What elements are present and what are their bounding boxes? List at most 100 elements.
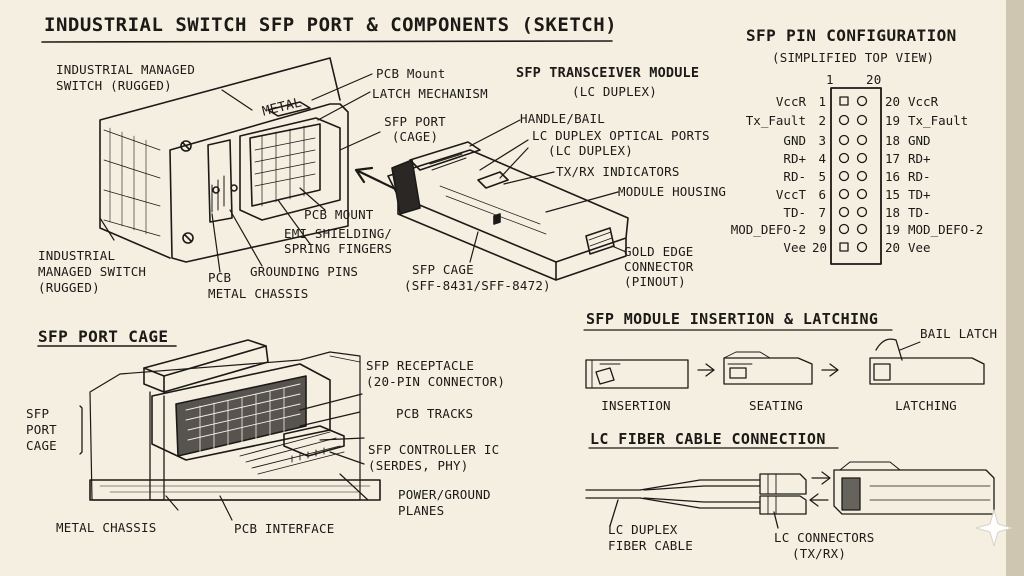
page-title: INDUSTRIAL SWITCH SFP PORT & COMPONENTS … bbox=[44, 14, 618, 36]
pin-config-title: SFP PIN CONFIGURATION bbox=[746, 26, 957, 45]
insertion-drawing bbox=[585, 338, 985, 389]
cage-side-label-3: CAGE bbox=[26, 438, 57, 453]
pin-right-number: 15 bbox=[885, 187, 901, 202]
controller-label-2: (SERDES, PHY) bbox=[368, 458, 469, 473]
pin-left-number: 9 bbox=[818, 222, 826, 237]
receptacle-label-2: (20-PIN CONNECTOR) bbox=[366, 374, 506, 389]
pin-right-name: MOD_DEFO-2 bbox=[908, 222, 984, 237]
pin-right-number: 19 bbox=[885, 113, 901, 128]
pin-right-name: TD+ bbox=[908, 187, 931, 202]
emi-label-2: SPRING FINGERS bbox=[284, 241, 393, 256]
bail-latch-label: BAIL LATCH bbox=[920, 326, 998, 341]
pcb-interface-label: PCB INTERFACE bbox=[234, 521, 335, 536]
sfp-cage-label-1: SFP CAGE bbox=[412, 262, 474, 277]
pin-left-name: MOD_DEFO-2 bbox=[730, 222, 806, 237]
planes-label-1: POWER/GROUND bbox=[398, 487, 491, 502]
switch-body-drawing bbox=[99, 57, 349, 263]
lc-ports-label-2: (LC DUPLEX) bbox=[548, 143, 633, 158]
fiber-title: LC FIBER CABLE CONNECTION bbox=[590, 430, 826, 448]
metal-chassis-label: METAL CHASSIS bbox=[208, 286, 309, 301]
fiber-cable-label-1: LC DUPLEX bbox=[608, 522, 678, 537]
overview-leaders bbox=[99, 73, 627, 273]
pin-right-name: Tx_Fault bbox=[908, 113, 969, 128]
gold-edge-label-3: (PINOUT) bbox=[624, 274, 686, 289]
planes-label-2: PLANES bbox=[398, 503, 445, 518]
pcb-tracks-label: PCB TRACKS bbox=[396, 406, 474, 421]
txrx-indicators-label: TX/RX INDICATORS bbox=[556, 164, 680, 179]
pin-left-name: VccT bbox=[775, 187, 806, 202]
pin-right-number: 20 bbox=[885, 94, 901, 109]
pin-left-number: 20 bbox=[812, 240, 828, 255]
pin-right-name: RD+ bbox=[908, 151, 931, 166]
gold-edge-label-1: GOLD EDGE bbox=[624, 244, 694, 259]
emi-label-1: EMI SHIELDING/ bbox=[284, 226, 393, 241]
controller-label-1: SFP CONTROLLER IC bbox=[368, 442, 500, 457]
step-latching-label: LATCHING bbox=[895, 398, 957, 413]
sfp-module-drawing bbox=[387, 141, 629, 281]
pcb-mount-bottom-label: PCB MOUNT bbox=[304, 207, 374, 222]
pin-col-left: 1 bbox=[826, 72, 834, 87]
sfp-cage-label-2: (SFF-8431/SFF-8472) bbox=[404, 278, 551, 293]
pin-right-number: 17 bbox=[885, 151, 901, 166]
cage-title: SFP PORT CAGE bbox=[38, 327, 169, 346]
pin-left-name: VccR bbox=[775, 94, 806, 109]
pin-left-number: 2 bbox=[818, 113, 826, 128]
pin-left-number: 4 bbox=[818, 151, 826, 166]
switch-label-bottom-1: INDUSTRIAL bbox=[38, 248, 116, 263]
receptacle-label-1: SFP RECEPTACLE bbox=[366, 358, 475, 373]
pin-left-number: 6 bbox=[818, 187, 826, 202]
pin-left-name: GND bbox=[783, 133, 806, 148]
pin-grid-drawing bbox=[830, 87, 882, 265]
switch-label-bottom-3: (RUGGED) bbox=[38, 280, 100, 295]
pin-left-number: 5 bbox=[818, 169, 826, 184]
gold-edge-label-2: CONNECTOR bbox=[624, 259, 694, 274]
lc-ports-label-1: LC DUPLEX OPTICAL PORTS bbox=[532, 128, 710, 143]
switch-label-bottom-2: MANAGED SWITCH bbox=[38, 264, 147, 279]
pin-right-name: GND bbox=[908, 133, 931, 148]
pin-left-name: TD- bbox=[783, 205, 806, 220]
lc-connectors-label-2: (TX/RX) bbox=[792, 546, 847, 561]
pin-right-name: RD- bbox=[908, 169, 931, 184]
module-subtitle: (LC DUPLEX) bbox=[572, 84, 657, 99]
pin-right-number: 18 bbox=[885, 133, 901, 148]
cage-leaders bbox=[165, 393, 369, 521]
pin-right-number: 18 bbox=[885, 205, 901, 220]
switch-label-top-2: SWITCH (RUGGED) bbox=[56, 78, 172, 93]
module-housing-label: MODULE HOUSING bbox=[618, 184, 727, 199]
step-seating-label: SEATING bbox=[748, 398, 804, 413]
step-insertion-label: INSERTION bbox=[601, 398, 671, 413]
pin-col-right: 20 bbox=[866, 72, 882, 87]
pin-left-name: Vee bbox=[783, 240, 806, 255]
cage-cutaway-drawing bbox=[79, 339, 381, 501]
pin-right-name: TD- bbox=[908, 205, 931, 220]
cage-side-label-1: SFP bbox=[26, 406, 50, 421]
pcb-label: PCB bbox=[208, 270, 232, 285]
lc-connectors-label-1: LC CONNECTORS bbox=[774, 530, 875, 545]
pin-left-name: RD- bbox=[783, 169, 806, 184]
pcb-mount-top-label: PCB Mount bbox=[376, 66, 446, 81]
fiber-drawing bbox=[585, 461, 995, 529]
pin-config-subtitle: (SIMPLIFIED TOP VIEW) bbox=[772, 50, 935, 65]
cage-side-label-2: PORT bbox=[26, 422, 57, 437]
sfp-port-label: SFP PORT bbox=[384, 114, 446, 129]
pin-right-number: 19 bbox=[885, 222, 901, 237]
fiber-cable-label-2: FIBER CABLE bbox=[608, 538, 693, 553]
pin-left-number: 1 bbox=[818, 94, 826, 109]
latch-mechanism-label: LATCH MECHANISM bbox=[372, 86, 488, 101]
module-title: SFP TRANSCEIVER MODULE bbox=[516, 65, 700, 81]
pin-left-name: Tx_Fault bbox=[745, 113, 806, 128]
switch-label-top-1: INDUSTRIAL MANAGED bbox=[56, 62, 196, 77]
pin-left-name: RD+ bbox=[783, 151, 806, 166]
insertion-title: SFP MODULE INSERTION & LATCHING bbox=[586, 310, 879, 328]
title-underline bbox=[41, 40, 613, 43]
metal-chassis-bottom-label: METAL CHASSIS bbox=[56, 520, 157, 535]
sfp-port-cage-label: (CAGE) bbox=[391, 129, 439, 144]
handle-bail-label: HANDLE/BAIL bbox=[520, 111, 605, 126]
pin-right-name: Vee bbox=[908, 240, 931, 255]
pin-left-number: 3 bbox=[818, 133, 826, 148]
pin-left-number: 7 bbox=[818, 205, 826, 220]
pin-right-name: VccR bbox=[908, 94, 939, 109]
pin-right-number: 16 bbox=[885, 169, 901, 184]
